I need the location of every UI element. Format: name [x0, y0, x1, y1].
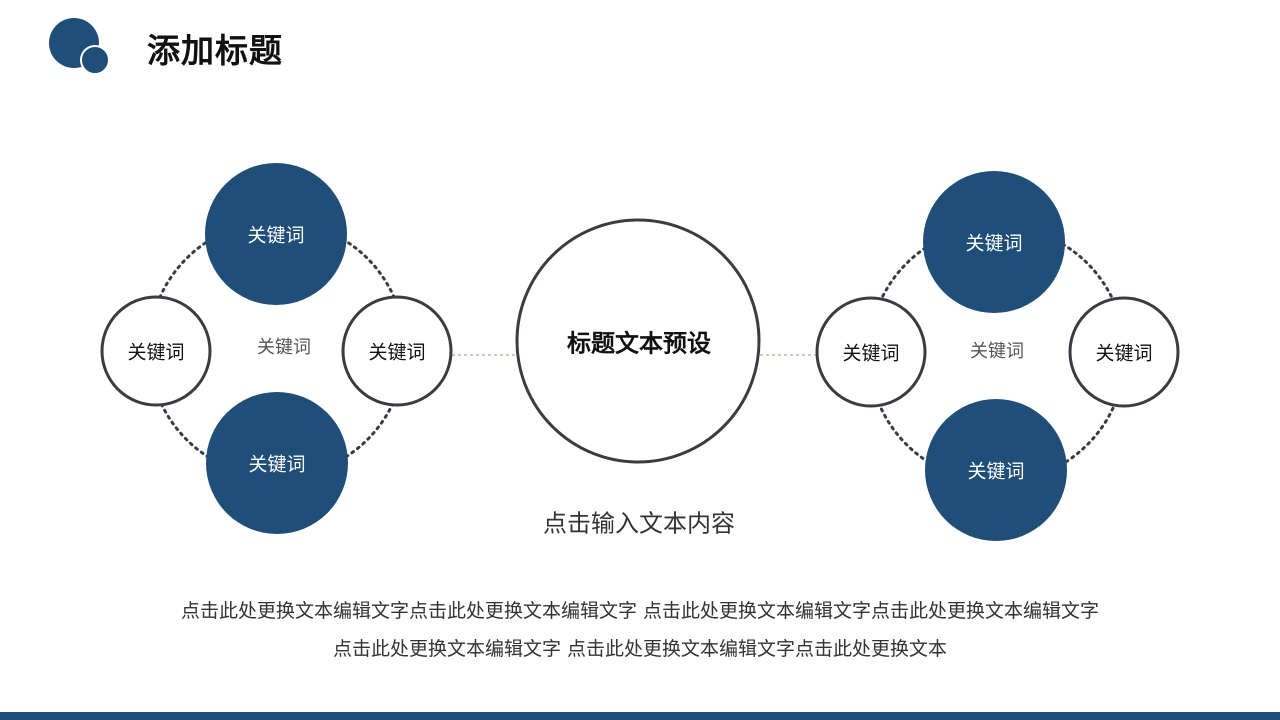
left-top-label: 关键词 [247, 224, 305, 247]
left-left-circle[interactable] [100, 295, 212, 407]
logo-circle-small [80, 45, 110, 75]
right-right-circle[interactable] [1068, 296, 1180, 408]
left-right-circle[interactable] [341, 295, 453, 407]
subtitle[interactable]: 点击输入文本内容 [543, 509, 735, 538]
left-right-label: 关键词 [368, 341, 426, 364]
right-middle-label: 关键词 [970, 341, 1024, 362]
right-left-label: 关键词 [842, 342, 900, 365]
center-circle[interactable] [515, 218, 761, 464]
left-left-label: 关键词 [127, 341, 185, 364]
right-bottom-label: 关键词 [967, 460, 1025, 483]
left-middle-label: 关键词 [257, 337, 311, 358]
bottom-bar [0, 712, 1280, 720]
right-bottom-circle[interactable] [925, 399, 1067, 541]
left-bottom-circle[interactable] [206, 392, 348, 534]
center-title[interactable]: 标题文本预设 [567, 328, 711, 358]
right-top-circle[interactable] [923, 171, 1065, 313]
body-line-2: 点击此处更换文本编辑文字 点击此处更换文本编辑文字点击此处更换文本 [332, 638, 948, 660]
right-right-label: 关键词 [1095, 342, 1153, 365]
right-top-label: 关键词 [965, 232, 1023, 255]
body-line-1: 点击此处更换文本编辑文字点击此处更换文本编辑文字 点击此处更换文本编辑文字点击此… [180, 600, 1100, 622]
left-bottom-label: 关键词 [248, 453, 306, 476]
logo [49, 18, 110, 75]
page-title[interactable]: 添加标题 [147, 31, 283, 70]
body-text[interactable]: 点击此处更换文本编辑文字点击此处更换文本编辑文字 点击此处更换文本编辑文字点击此… [100, 592, 1180, 668]
left-top-circle[interactable] [205, 163, 347, 305]
right-left-circle[interactable] [815, 296, 927, 408]
